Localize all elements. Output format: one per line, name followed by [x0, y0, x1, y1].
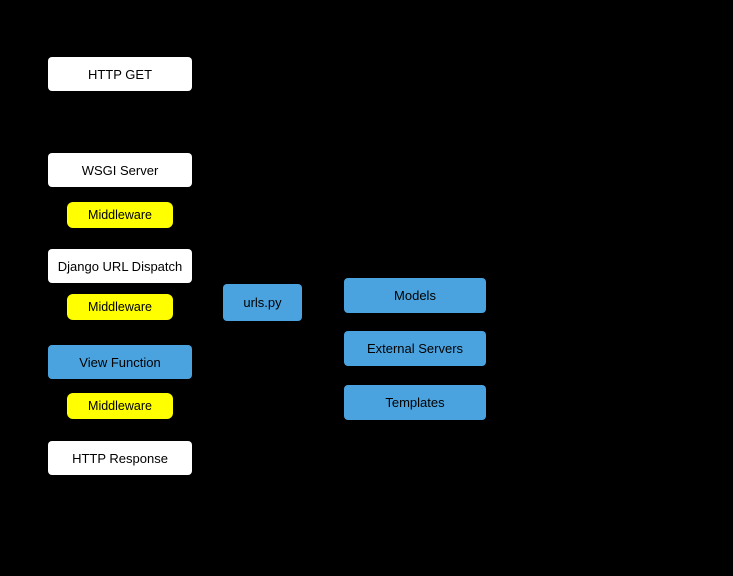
node-external-servers: External Servers: [344, 331, 486, 366]
node-http-get: HTTP GET: [48, 57, 192, 91]
node-middleware-request-1: Middleware: [67, 202, 173, 228]
node-templates: Templates: [344, 385, 486, 420]
node-http-response: HTTP Response: [48, 441, 192, 475]
node-urls-py: urls.py: [223, 284, 302, 321]
node-wsgi-server: WSGI Server: [48, 153, 192, 187]
node-models: Models: [344, 278, 486, 313]
node-middleware-response: Middleware: [67, 393, 173, 419]
node-django-url-dispatch: Django URL Dispatch: [48, 249, 192, 283]
node-middleware-request-2: Middleware: [67, 294, 173, 320]
node-view-function: View Function: [48, 345, 192, 379]
